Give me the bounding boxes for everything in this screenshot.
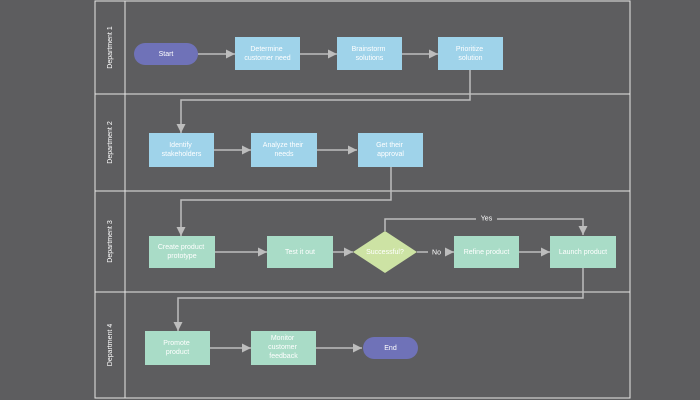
node-brainstorm-solutions-text: Brainstorm solutions	[352, 46, 388, 62]
node-test-it-out-text: Test it out	[285, 249, 315, 256]
lane-label-department-2: Department 2	[107, 121, 114, 164]
node-refine-product-text: Refine product	[464, 249, 510, 256]
node-analyze-their-needs-text: Analyze their needs	[263, 142, 305, 158]
edges	[173, 49, 588, 353]
node-start-text: Start	[159, 51, 174, 58]
nodes: Start Determine customer need Brainstorm…	[134, 37, 616, 365]
node-get-their-approval[interactable]	[358, 133, 423, 167]
node-prioritize-solution[interactable]	[438, 37, 503, 70]
node-promote-product-text: Promote product	[163, 340, 191, 356]
node-create-product-prototype[interactable]	[149, 236, 215, 268]
node-refine-product[interactable]	[454, 236, 519, 268]
lanes: Department 1 Department 2 Department 3 D…	[94, 0, 631, 399]
node-test-it-out[interactable]	[267, 236, 333, 268]
node-monitor-customer-feedback[interactable]	[251, 331, 316, 365]
node-end-text: End	[384, 345, 397, 352]
lane-label-department-1: Department 1	[107, 26, 114, 69]
node-get-their-approval-text: Get their approval	[376, 142, 405, 158]
lane-label-department-4: Department 4	[107, 324, 114, 367]
node-identify-stakeholders[interactable]	[149, 133, 214, 167]
edge-label-yes: Yes	[481, 216, 493, 223]
node-determine-customer-need-text: Determine customer need	[244, 46, 290, 62]
lane-label-department-3: Department 3	[107, 220, 114, 263]
edge-approval-to-prototype	[176, 167, 392, 236]
lanes-frame	[94, 0, 631, 399]
node-identify-stakeholders-text: Identify stakeholders	[162, 142, 202, 158]
edge-prioritize-to-identify	[176, 70, 471, 133]
node-launch-product[interactable]	[550, 236, 616, 268]
node-monitor-customer-feedback-text: Monitor customer feedback	[268, 335, 299, 360]
node-prioritize-solution-text: Prioritize solution	[456, 46, 485, 62]
node-start[interactable]	[134, 43, 198, 65]
node-launch-product-text: Launch product	[559, 249, 607, 256]
node-successful-decision[interactable]	[353, 231, 417, 273]
node-end[interactable]	[363, 337, 418, 359]
edge-label-no: No	[432, 250, 441, 257]
node-successful-decision-text: Successful?	[366, 249, 404, 256]
node-promote-product[interactable]	[145, 331, 210, 365]
yes-label-bg	[476, 214, 497, 223]
node-analyze-their-needs[interactable]	[251, 133, 317, 167]
node-create-product-prototype-text: Create product prototype	[158, 244, 206, 260]
node-brainstorm-solutions[interactable]	[337, 37, 402, 70]
edge-labels: Yes No	[428, 214, 497, 257]
edge-launch-to-promote	[173, 268, 584, 331]
no-label-bg	[428, 247, 445, 257]
node-determine-customer-need[interactable]	[235, 37, 300, 70]
